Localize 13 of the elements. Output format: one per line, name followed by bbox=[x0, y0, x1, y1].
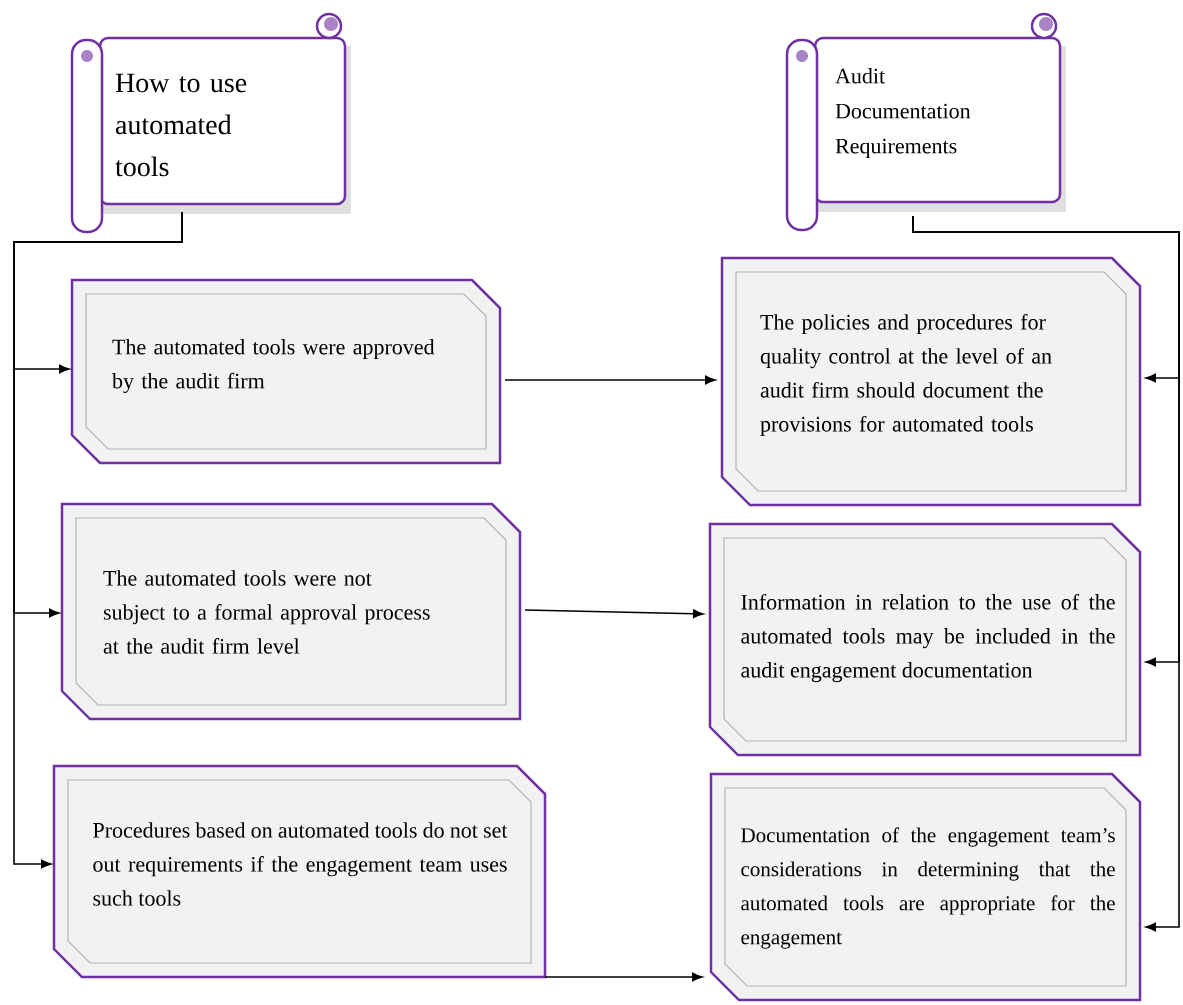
bevel-box: Documentation of the engagement team’s considerations in determining that the automated tools are appropriate for the engagement bbox=[709, 772, 1142, 1002]
arrow bbox=[912, 215, 1180, 932]
arrow bbox=[13, 211, 183, 869]
bevel-box: The policies and procedures for quality control at the level of an audit firm should document the provisions for automated tools bbox=[720, 256, 1142, 507]
bevel-box: The automated tools were approved by the audit firm bbox=[70, 278, 502, 465]
scroll-banner: Audit Documentation Requirements bbox=[785, 12, 1066, 232]
arrow bbox=[504, 375, 716, 385]
bevel-box: Information in relation to the use of the automated tools may be included in the audit engagement documentation bbox=[708, 522, 1142, 757]
arrow bbox=[544, 972, 703, 982]
bevel-box: The automated tools were not subject to a formal approval process at the audit firm level bbox=[60, 502, 522, 721]
bevel-box: Procedures based on automated tools do not set out requirements if the engagement team uses such tools bbox=[52, 764, 547, 979]
scroll-banner: How to use automated tools bbox=[70, 12, 351, 234]
arrow bbox=[524, 609, 704, 619]
